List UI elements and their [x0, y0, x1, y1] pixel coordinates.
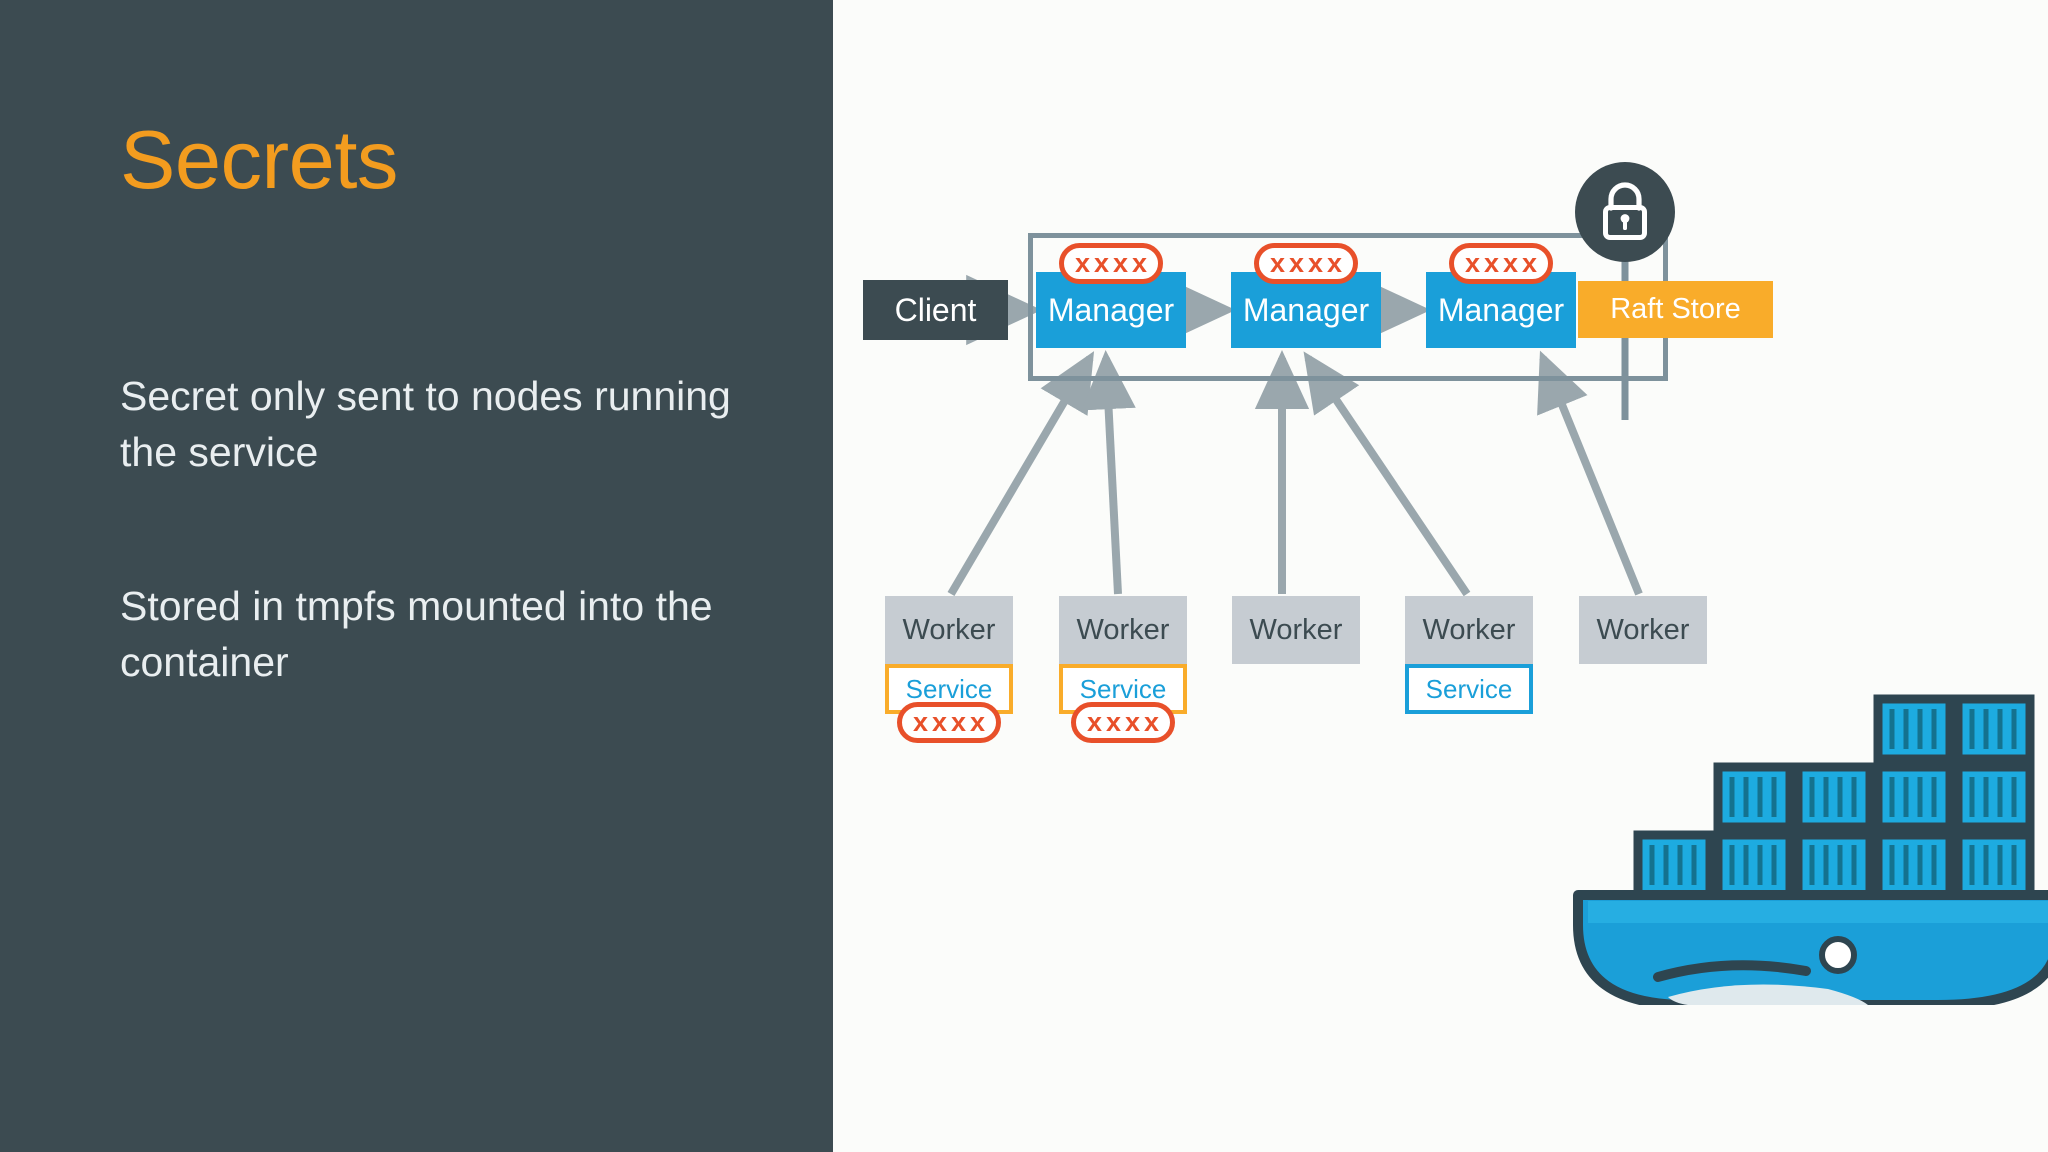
client-label: Client	[894, 291, 977, 328]
secret-badge-service-2: xxxx	[1071, 702, 1175, 743]
bullet-point-1: Secret only sent to nodes running the se…	[120, 373, 731, 476]
connector-lines	[947, 255, 1643, 597]
left-content-panel: Secrets Secret only sent to nodes runnin…	[0, 0, 833, 1152]
manager-node-2[interactable]: Manager	[1231, 272, 1381, 348]
bullet-point-2: Stored in tmpfs mounted into the contain…	[120, 583, 713, 686]
service-label-4: Service	[1425, 673, 1513, 704]
secret-badge-manager-3: xxxx	[1449, 243, 1553, 284]
secret-badge-manager-2: xxxx	[1254, 243, 1358, 284]
manager-label-3: Manager	[1437, 291, 1565, 328]
worker-label-5: Worker	[1596, 613, 1690, 646]
client-node[interactable]: Client	[863, 280, 1008, 340]
worker-node-3[interactable]: Worker	[1232, 596, 1360, 664]
worker-node-2[interactable]: Worker	[1059, 596, 1187, 664]
swarm-secrets-diagram: Client Manager Manager Manager xxxx xxxx…	[833, 0, 2048, 1152]
manager-label-1: Manager	[1047, 291, 1175, 328]
service-label-2: Service	[1079, 673, 1167, 704]
worker-label-4: Worker	[1422, 613, 1516, 646]
worker-node-1[interactable]: Worker	[885, 596, 1013, 664]
secret-badge-manager-1: xxxx	[1059, 243, 1163, 284]
worker-label-2: Worker	[1076, 613, 1170, 646]
lock-icon	[1575, 162, 1675, 262]
raft-store-node[interactable]: Raft Store	[1578, 281, 1773, 338]
worker-node-4[interactable]: Worker	[1405, 596, 1533, 664]
raft-store-label: Raft Store	[1610, 293, 1741, 325]
manager-node-3[interactable]: Manager	[1426, 272, 1576, 348]
diagram-panel: Client Manager Manager Manager xxxx xxxx…	[833, 0, 2048, 1152]
worker-label-1: Worker	[902, 613, 996, 646]
worker-node-5[interactable]: Worker	[1579, 596, 1707, 664]
manager-label-2: Manager	[1242, 291, 1370, 328]
service-node-4[interactable]: Service	[1405, 664, 1533, 714]
manager-node-1[interactable]: Manager	[1036, 272, 1186, 348]
secret-badge-service-1: xxxx	[897, 702, 1001, 743]
service-label-1: Service	[905, 673, 993, 704]
page-title: Secrets	[120, 113, 398, 206]
worker-label-3: Worker	[1249, 613, 1343, 646]
